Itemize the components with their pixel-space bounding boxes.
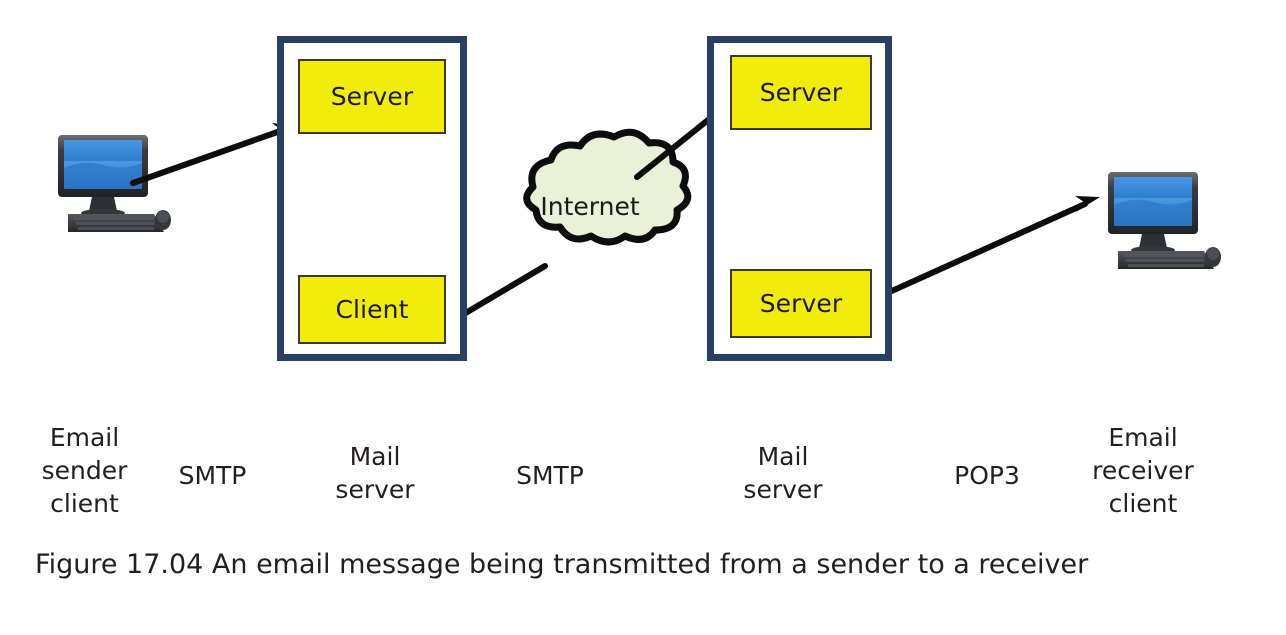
figure-caption: Figure 17.04 An email message being tran… [35, 549, 1089, 580]
arrow-mail-server-to-receiver [871, 196, 1100, 302]
label-smtp-sender: SMTP [178, 461, 247, 490]
label-email-sender-client: Email sender client [41, 423, 128, 518]
internet-cloud-label: Internet [540, 192, 640, 221]
desktop-computer-icon-receiver [1108, 172, 1221, 269]
label-pop3: POP3 [954, 461, 1020, 490]
node-server-receiver-top: Server [730, 55, 872, 130]
node-server-sender: Server [298, 59, 446, 134]
arrow-sender-to-mail-server [130, 123, 296, 186]
desktop-computer-icon-sender [58, 135, 171, 232]
internet-cloud-icon [523, 128, 692, 246]
label-mail-server-sender: Mail server [335, 442, 415, 504]
node-server-receiver-bottom: Server [730, 269, 872, 338]
label-email-receiver-client: Email receiver client [1092, 423, 1194, 518]
label-smtp-relay: SMTP [516, 461, 584, 490]
label-mail-server-receiver: Mail server [743, 442, 823, 504]
node-client-sender: Client [298, 275, 446, 344]
